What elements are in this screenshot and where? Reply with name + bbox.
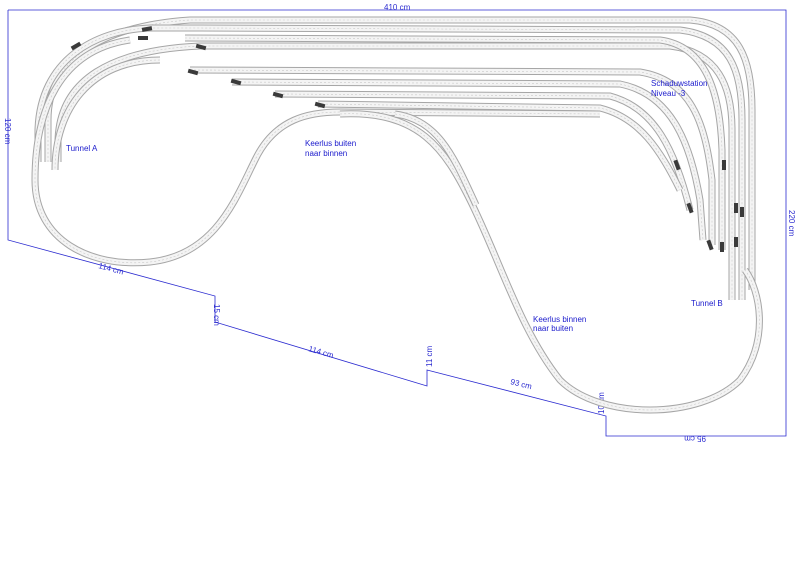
dim-left-height: 120 cm — [3, 118, 12, 145]
dim-seg-2: 114 cm — [307, 344, 334, 360]
turnout-marker — [734, 203, 738, 213]
label-loop-outer-line1: Keerlus buiten — [305, 139, 356, 148]
turnout-marker — [141, 26, 153, 32]
turnout-marker — [138, 36, 148, 40]
label-station-line2: Niveau -3 — [651, 89, 686, 98]
dim-right-height: 220 cm — [787, 210, 796, 237]
track-segment — [51, 56, 161, 171]
turnout-marker — [706, 239, 714, 251]
turnout-marker — [70, 41, 82, 51]
track-segment — [394, 113, 477, 206]
turnout-marker — [272, 91, 284, 99]
track-segment — [231, 81, 704, 241]
dim-seg-3: 93 cm — [510, 377, 534, 391]
track-segment — [317, 103, 681, 191]
track-segment — [54, 59, 161, 171]
outline-path — [7, 9, 787, 437]
label-tunnel-a: Tunnel A — [66, 144, 98, 153]
track-segment — [339, 111, 762, 413]
track-segment — [34, 39, 601, 264]
track-segment — [184, 37, 723, 250]
track-segment — [274, 93, 691, 211]
board-outline — [7, 9, 787, 437]
turnout-marker — [720, 242, 724, 252]
dim-step-2: 11 cm — [425, 345, 434, 367]
turnout-marker — [230, 78, 242, 86]
label-station-line1: Schaduwstation — [651, 79, 707, 88]
track-segment — [47, 19, 753, 290]
turnout-marker — [734, 237, 738, 247]
dim-top-width: 410 cm — [384, 3, 411, 12]
turnouts — [70, 26, 744, 252]
label-loop-inner-line2: naar buiten — [533, 324, 573, 333]
turnout-marker — [673, 159, 681, 171]
turnout-marker — [195, 43, 207, 51]
dim-bottom-right: 95 cm — [684, 434, 706, 443]
label-tunnel-b: Tunnel B — [691, 299, 723, 308]
turnout-marker — [314, 101, 326, 109]
turnout-marker — [187, 68, 199, 76]
dim-step-1: 15 cm — [212, 304, 221, 326]
label-loop-inner-line1: Keerlus binnen — [533, 315, 586, 324]
turnout-marker — [722, 160, 726, 170]
label-loop-outer-line2: naar binnen — [305, 149, 347, 158]
plan-labels: Tunnel A Tunnel B Schaduwstation Niveau … — [66, 79, 723, 333]
turnout-marker — [686, 202, 694, 214]
track-segment — [57, 45, 733, 300]
turnout-marker — [740, 207, 744, 217]
track-segment — [339, 113, 760, 411]
track-segment — [52, 57, 161, 171]
track-segment — [189, 69, 713, 245]
